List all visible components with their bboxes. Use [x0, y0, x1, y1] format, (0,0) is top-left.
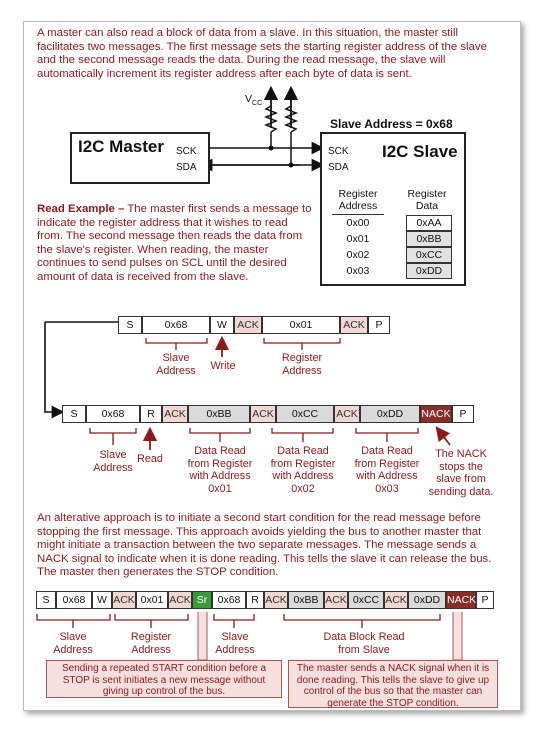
vcc-label: VCC	[245, 93, 263, 108]
m2-nack: NACK	[420, 405, 452, 423]
reg-data-2: 0xCC	[406, 247, 452, 263]
i2c-slave-box: SCK SDA I2C Slave Register Address Regis…	[320, 132, 466, 286]
reg-data-0: 0xAA	[406, 215, 452, 231]
m1-stop: P	[368, 316, 390, 334]
m1-ack-2: ACK	[340, 316, 368, 334]
m3-read-bit: R	[246, 591, 264, 609]
read-example-paragraph: Read Example – The master first sends a …	[37, 203, 312, 283]
m3-ack-5: ACK	[384, 591, 408, 609]
nack-note: The master sends a NACK signal when it i…	[288, 660, 498, 709]
m1-label-register-address: Register Address	[281, 352, 323, 377]
reg-addr-1: 0x01	[346, 233, 370, 245]
m1-label-write: Write	[210, 360, 236, 372]
m1-address: 0x68	[142, 316, 210, 334]
m3-ack-3: ACK	[264, 591, 288, 609]
m3-ack-1: ACK	[112, 591, 136, 609]
m3-stop: P	[476, 591, 494, 609]
m3-label-data-block: Data Block Read from Slave	[323, 631, 405, 656]
m3-data-dd: 0xDD	[408, 591, 446, 609]
m2-data-bb: 0xBB	[188, 405, 250, 423]
m3-register: 0x01	[136, 591, 168, 609]
m2-stop: P	[452, 405, 474, 423]
m3-label-slave-address-2: Slave Address	[215, 631, 255, 656]
m2-ack-2: ACK	[250, 405, 276, 423]
m1-label-slave-address: Slave Address	[156, 352, 196, 377]
repeated-start-note: Sending a repeated START condition befor…	[46, 660, 282, 698]
nack-arrow	[435, 426, 451, 446]
m3-nack: NACK	[446, 591, 476, 609]
master-sck-label: SCK	[176, 146, 197, 157]
reg-addr-3: 0x03	[346, 265, 370, 277]
m2-label-data-2: Data Read from Register with Address 0x0…	[270, 445, 336, 495]
m2-label-read: Read	[137, 453, 163, 465]
m3-repeated-start: Sr	[192, 591, 212, 609]
m2-ack-3: ACK	[334, 405, 360, 423]
reg-data-3: 0xDD	[406, 263, 452, 279]
m2-label-slave-address: Slave Address	[93, 449, 133, 474]
master-title: I2C Master	[78, 137, 164, 156]
intro-paragraph: A master can also read a block of data f…	[37, 27, 487, 80]
m2-data-dd: 0xDD	[360, 405, 420, 423]
slave-sck-label: SCK	[328, 146, 349, 157]
m2-label-data-1: Data Read from Register with Address 0x0…	[187, 445, 253, 495]
brace-m1-slave	[145, 338, 208, 344]
m2-start: S	[62, 405, 86, 423]
reg-data-1: 0xBB	[406, 231, 452, 247]
m1-start: S	[118, 316, 142, 334]
register-data-header: Register Data	[407, 188, 447, 212]
m3-data-cc: 0xCC	[348, 591, 384, 609]
register-address-header: Register Address	[338, 188, 378, 212]
slave-title: I2C Slave	[382, 142, 458, 161]
m3-start: S	[36, 591, 56, 609]
master-sda-label: SDA	[176, 162, 197, 173]
reg-addr-0: 0x00	[346, 217, 370, 229]
m2-address: 0x68	[86, 405, 140, 423]
slave-address-title: Slave Address = 0x68	[330, 117, 453, 131]
reg-addr-2: 0x02	[346, 249, 370, 261]
m1-write-bit: W	[210, 316, 234, 334]
m2-data-cc: 0xCC	[276, 405, 334, 423]
message-continuation-arrow	[44, 322, 65, 419]
pullup-resistor-1	[263, 105, 279, 133]
m3-ack-4: ACK	[324, 591, 348, 609]
slave-sda-label: SDA	[328, 162, 349, 173]
m3-write-bit: W	[92, 591, 112, 609]
i2c-master-box: I2C Master SCK SDA	[70, 132, 210, 184]
m2-label-nack: The NACK stops the slave from sending da…	[428, 448, 494, 498]
alternative-paragraph: An alterative approach is to initiate a …	[37, 512, 492, 579]
m2-read-bit: R	[140, 405, 162, 423]
m3-address: 0x68	[56, 591, 92, 609]
m3-label-register-address: Register Address	[130, 631, 172, 656]
m3-label-slave-address: Slave Address	[53, 631, 93, 656]
m1-register: 0x01	[262, 316, 340, 334]
m3-ack-2: ACK	[168, 591, 192, 609]
m3-address-2: 0x68	[212, 591, 246, 609]
pullup-resistor-2	[283, 105, 299, 133]
m2-ack-1: ACK	[162, 405, 188, 423]
m3-data-bb: 0xBB	[288, 591, 324, 609]
brace-m1-register	[263, 338, 341, 344]
m2-label-data-3: Data Read from Register with Address 0x0…	[354, 445, 420, 495]
m1-ack-1: ACK	[234, 316, 262, 334]
